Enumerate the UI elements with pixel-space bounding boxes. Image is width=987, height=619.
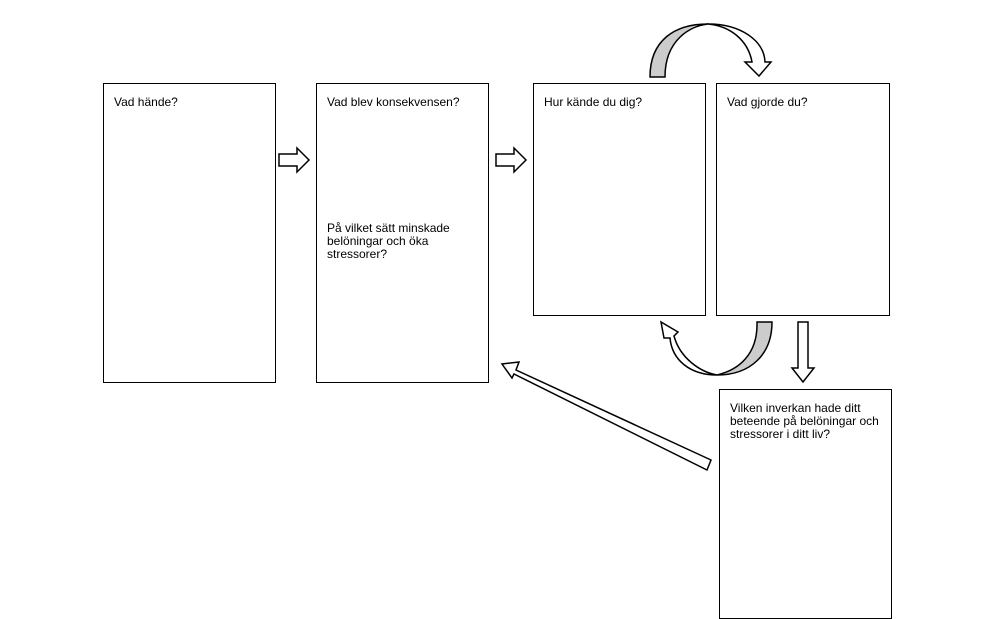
box-label: Hur kände du dig? xyxy=(544,95,643,109)
box-label: Vilken inverkan hade ditt beteende på be… xyxy=(730,401,879,441)
box-what-happened: Vad hände? xyxy=(103,83,276,383)
box-label: Vad blev konsekvensen? xyxy=(327,95,460,109)
down-arrow xyxy=(790,321,816,384)
box-label: Vad gjorde du? xyxy=(727,95,808,109)
box-label: Vad hände? xyxy=(114,95,178,109)
box-action: Vad gjorde du? xyxy=(716,83,890,316)
box-question: På vilket sätt minskade belöningar och ö… xyxy=(327,221,450,261)
curved-arrow-bottom xyxy=(659,320,773,376)
box-consequence: Vad blev konsekvensen? På vilket sätt mi… xyxy=(316,83,489,383)
curved-arrow-top xyxy=(649,23,773,78)
right-arrow-2 xyxy=(495,146,528,174)
right-arrow-1 xyxy=(278,146,311,174)
diagonal-arrow xyxy=(500,361,712,472)
arrows-layer xyxy=(278,23,816,472)
box-impact: Vilken inverkan hade ditt beteende på be… xyxy=(719,389,892,619)
box-feeling: Hur kände du dig? xyxy=(533,83,706,316)
